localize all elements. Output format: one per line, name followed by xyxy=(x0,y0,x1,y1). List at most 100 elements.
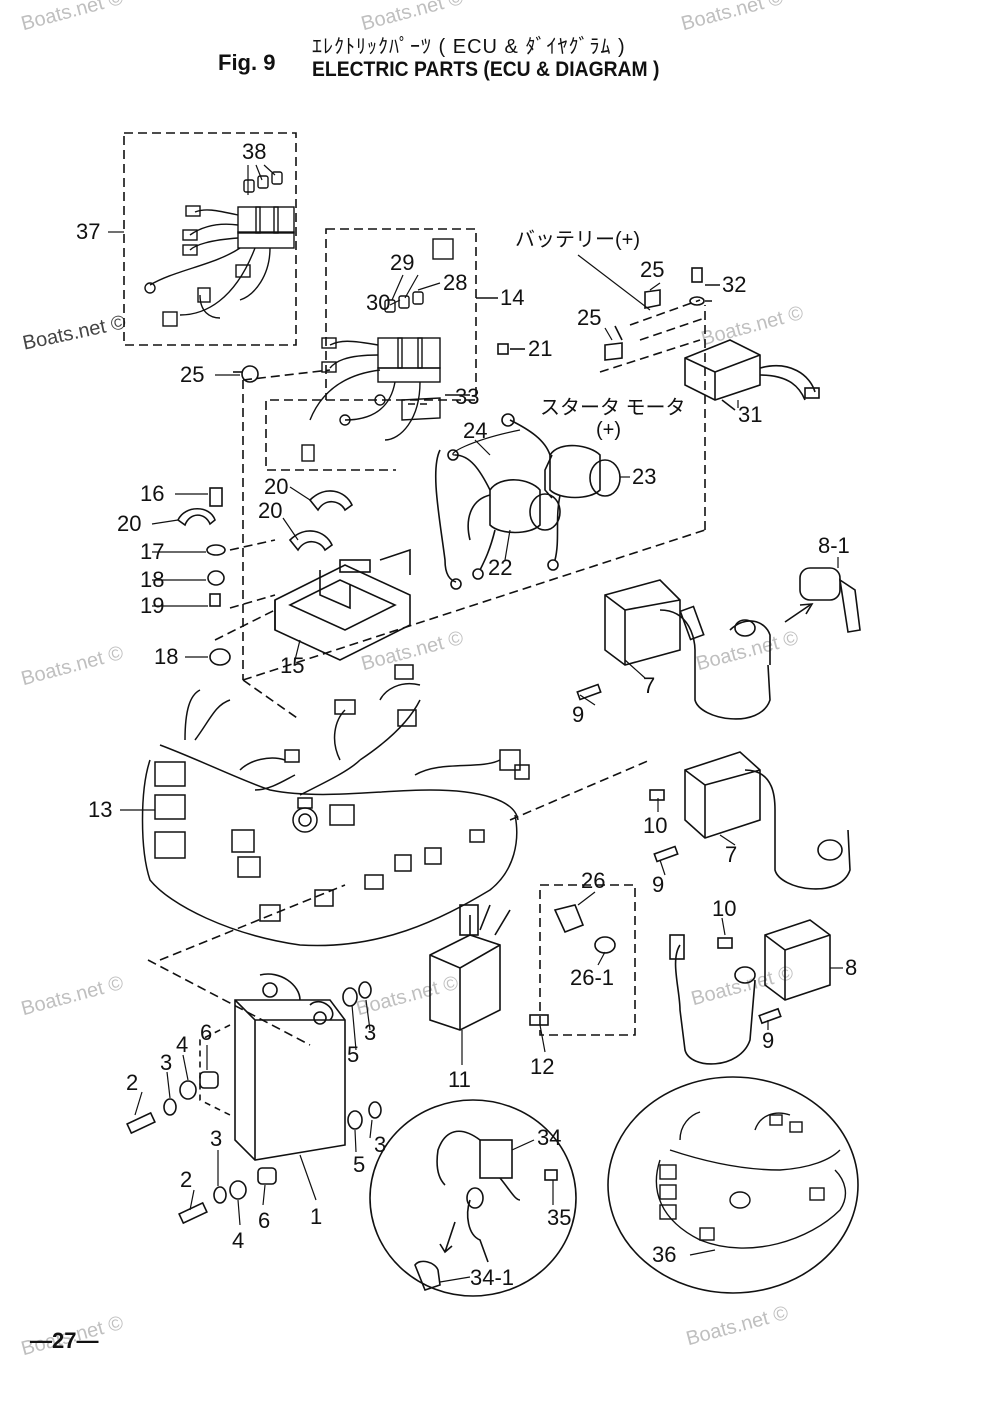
part-number: 20 xyxy=(258,498,282,523)
part-number: 3 xyxy=(374,1132,386,1157)
part-number: 14 xyxy=(500,285,524,310)
part-number: 16 xyxy=(140,481,164,506)
ignition-coil-8 xyxy=(669,919,831,1065)
title-english: ELECTRIC PARTS (ECU & DIAGRAM ) xyxy=(312,58,660,81)
bolt-21 xyxy=(497,343,509,355)
part-number: 3 xyxy=(210,1126,222,1151)
part-number: 8-1 xyxy=(818,533,850,558)
callout-japanese: バッテリー(+) スタータ モータ (+) xyxy=(515,229,686,441)
part-number: 2 xyxy=(180,1167,192,1192)
part-number: 4 xyxy=(176,1032,188,1057)
part-number: 37 xyxy=(76,219,100,244)
inset-36-outline xyxy=(607,1076,859,1294)
part-number: 8 xyxy=(845,955,857,980)
part-number: 25 xyxy=(577,305,601,330)
clamp-20b xyxy=(288,530,334,552)
part-number: 26 xyxy=(581,868,605,893)
part-number: 38 xyxy=(242,139,266,164)
washer-3a xyxy=(163,1098,177,1116)
part-number: 26-1 xyxy=(570,965,614,990)
callout-numbers: 38 37 29 28 30 14 25 21 25 32 25 31 33 2… xyxy=(76,139,857,1290)
wire-harness-13 xyxy=(141,664,530,947)
part-number: 23 xyxy=(632,464,656,489)
relay-box-37-outline xyxy=(123,132,297,346)
part-number: 20 xyxy=(264,474,288,499)
clamp-20c xyxy=(176,507,216,527)
part-number: 2 xyxy=(126,1070,138,1095)
part-number: 5 xyxy=(353,1152,365,1177)
part-number: 10 xyxy=(643,813,667,838)
relay-box-14-outline xyxy=(265,228,477,471)
part-number: 34-1 xyxy=(470,1265,514,1290)
sensor-26 xyxy=(553,904,585,934)
part-number: 9 xyxy=(762,1028,774,1053)
clamp-20a xyxy=(308,490,354,512)
part-number: 28 xyxy=(443,270,467,295)
part-number: 11 xyxy=(448,1067,471,1092)
sensor-26-outline xyxy=(539,884,636,1036)
plug-cap-8-1 xyxy=(784,567,861,633)
part-number: 13 xyxy=(88,797,112,822)
nut-18b xyxy=(209,648,231,666)
bolt-16 xyxy=(209,487,223,507)
bolt-32 xyxy=(691,267,703,283)
part-number: 6 xyxy=(258,1208,270,1233)
bolt-2a xyxy=(126,1111,156,1135)
rectifier-11 xyxy=(429,904,549,1031)
coil-34 xyxy=(414,1130,558,1291)
relay-harness-37 xyxy=(144,171,295,327)
part-number: 32 xyxy=(722,272,746,297)
part-number: 22 xyxy=(488,555,512,580)
part-number: 20 xyxy=(117,511,141,536)
part-number: 1 xyxy=(310,1204,322,1229)
part-number: 25 xyxy=(640,257,664,282)
part-number: 29 xyxy=(390,250,414,275)
starter-relay-31 xyxy=(684,339,761,401)
ignition-coil-7a xyxy=(576,579,771,720)
part-number: 15 xyxy=(280,653,304,678)
part-number: 18 xyxy=(140,567,164,592)
part-number: 9 xyxy=(652,872,664,897)
part-number: 30 xyxy=(366,290,390,315)
part-number: 25 xyxy=(180,362,204,387)
collar-19 xyxy=(209,593,221,607)
part-number: 12 xyxy=(530,1054,554,1079)
battery-label: バッテリー(+) xyxy=(515,229,640,251)
collar-6a xyxy=(199,1071,219,1089)
part-number: 31 xyxy=(738,402,762,427)
part-number: 4 xyxy=(232,1228,244,1253)
part-number: 6 xyxy=(200,1020,212,1045)
harness-36 xyxy=(655,1111,847,1249)
bolt-2b xyxy=(178,1201,208,1225)
ecu-1 xyxy=(199,973,346,1161)
part-number: 36 xyxy=(652,1242,676,1267)
clip-25 xyxy=(241,365,259,383)
leader-lines xyxy=(108,164,843,1283)
nut-18 xyxy=(207,570,225,586)
part-number: 9 xyxy=(572,702,584,727)
bracket-15 xyxy=(274,548,411,661)
part-number: 34 xyxy=(537,1125,561,1150)
part-number: 17 xyxy=(140,539,164,564)
starter-label: スタータ モータ xyxy=(540,396,686,419)
title-japanese: ｴﾚｸﾄﾘｯｸﾊﾟｰﾂ ( ECU & ﾀﾞｲﾔｸﾞﾗﾑ ) xyxy=(312,36,626,58)
cap-25b xyxy=(604,342,623,361)
relay-harness-14 xyxy=(301,238,454,462)
page-number: —27— xyxy=(30,1328,99,1353)
ignition-coil-7b xyxy=(649,751,851,890)
part-number: 21 xyxy=(528,336,552,361)
part-number: 5 xyxy=(347,1042,359,1067)
grommet-4a xyxy=(179,1080,197,1100)
part-number: 7 xyxy=(725,842,737,867)
part-number: 24 xyxy=(463,418,487,443)
solenoid-22 xyxy=(467,479,561,580)
part-number: 3 xyxy=(160,1050,172,1075)
part-number: 7 xyxy=(643,673,655,698)
part-number: 10 xyxy=(712,896,736,921)
starter-polarity: (+) xyxy=(596,419,621,441)
part-number: 35 xyxy=(547,1205,571,1230)
part-number: 3 xyxy=(364,1020,376,1045)
part-number: 18 xyxy=(154,644,178,669)
